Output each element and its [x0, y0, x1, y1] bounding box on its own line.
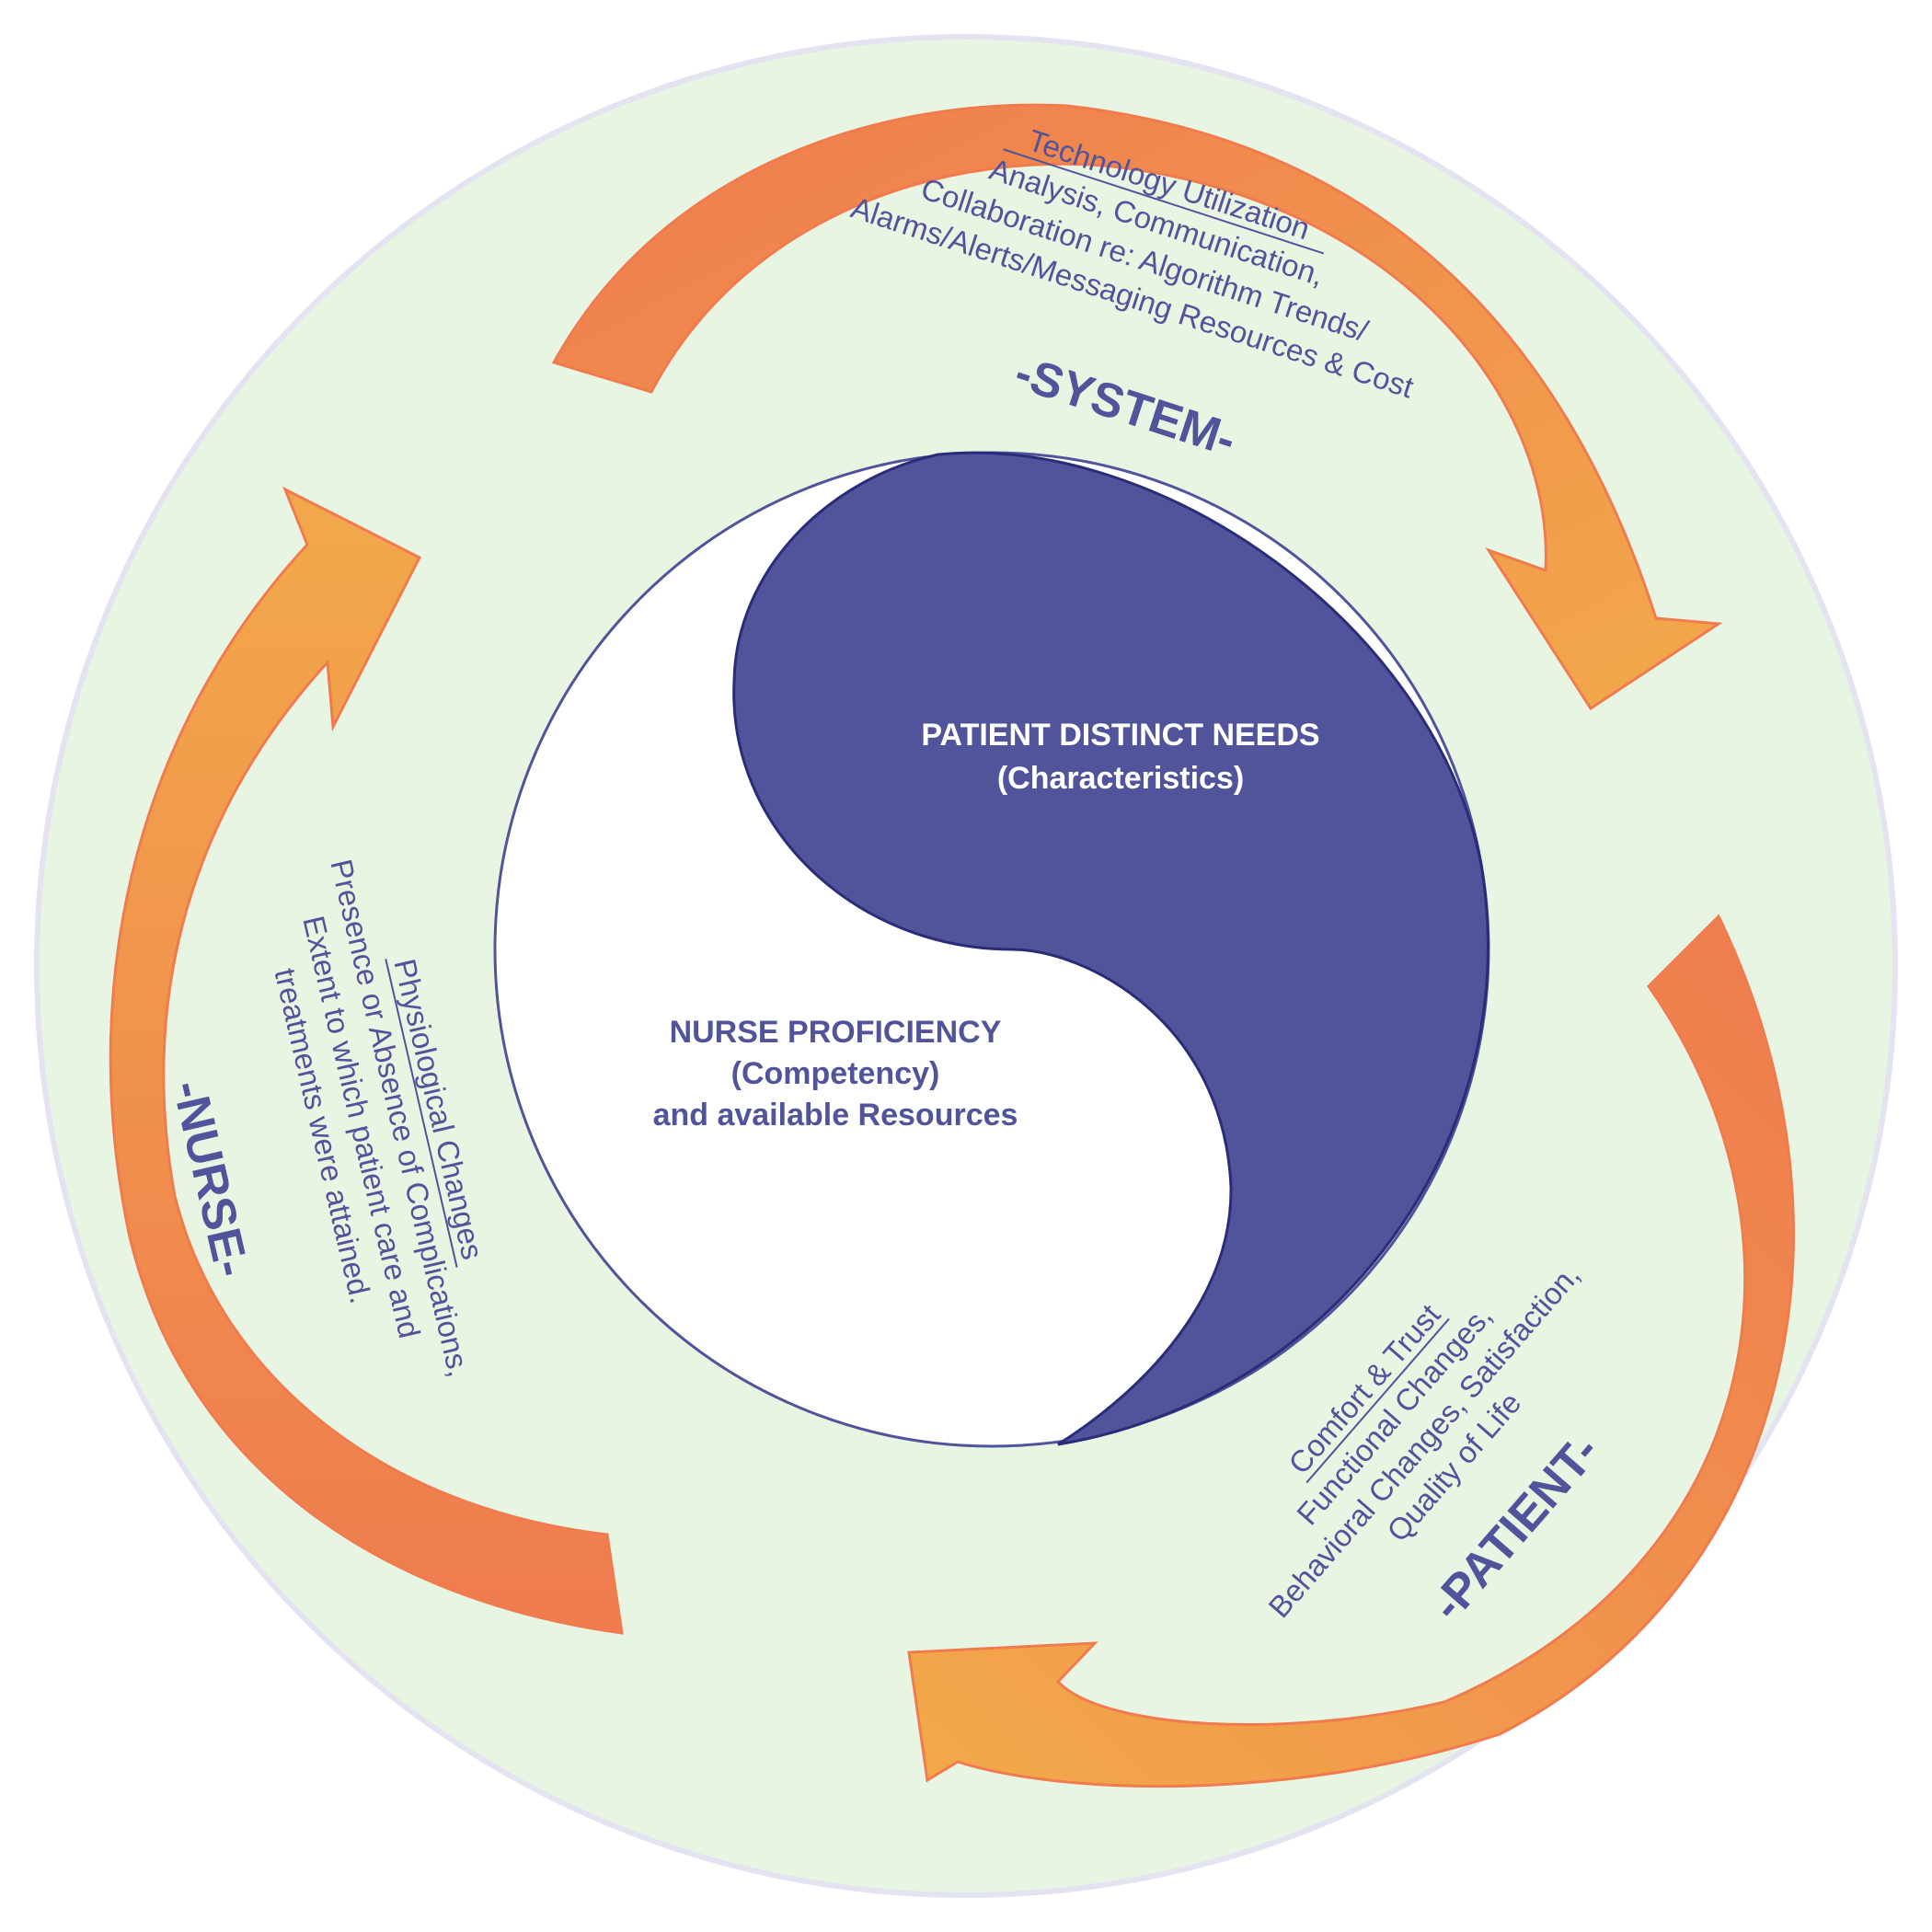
system-title-underline [1003, 148, 1325, 255]
nurse-competency-label: (Competency) [731, 1056, 940, 1091]
nurse-proficiency-label: NURSE PROFICIENCY [670, 1015, 1002, 1050]
patient-cycle-arrow [907, 914, 1795, 1788]
patient-needs-label: PATIENT DISTINCT NEEDS [921, 718, 1319, 753]
nurse-cycle-arrow [109, 486, 624, 1635]
system-cycle-arrow [551, 103, 1723, 711]
nurse-title-underline [385, 959, 458, 1268]
nurse-resources-label: and available Resources [653, 1098, 1018, 1133]
patient-needs-region [732, 451, 1489, 1446]
patient-title-underline [1305, 1317, 1450, 1484]
patient-needs-sublabel: (Characteristics) [997, 761, 1244, 796]
